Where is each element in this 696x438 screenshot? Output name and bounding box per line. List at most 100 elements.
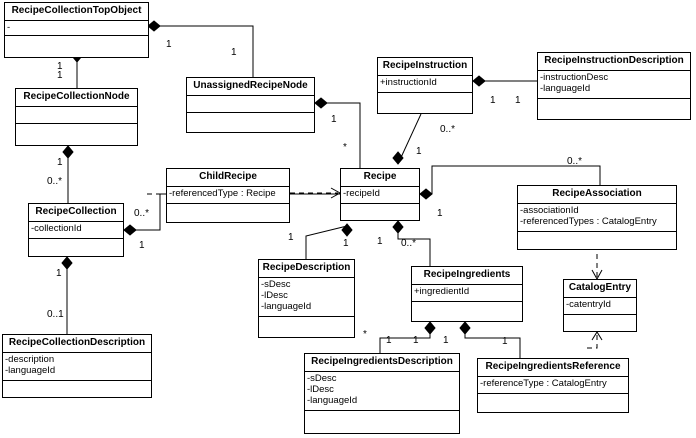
class-attributes: -catentryId bbox=[564, 298, 636, 315]
arrowhead-catalogentry-2 bbox=[591, 331, 603, 341]
class-recipe-collection-description[interactable]: RecipeCollectionDescription -description… bbox=[2, 334, 152, 398]
mult-recipe-instruction-instr: 0..* bbox=[440, 124, 455, 135]
mult-collection-recipe-recipe: 0..* bbox=[134, 208, 149, 219]
mult-ingredients-description-desc: 1 bbox=[386, 335, 392, 346]
attribute: -languageId bbox=[307, 395, 358, 406]
class-unassigned-recipe-node[interactable]: UnassignedRecipeNode bbox=[186, 77, 315, 133]
class-name: ChildRecipe bbox=[167, 169, 289, 187]
attribute: -collectionId bbox=[31, 223, 82, 234]
attribute: -sDesc bbox=[307, 373, 337, 384]
attribute: -lDesc bbox=[261, 290, 288, 301]
class-recipe-instruction-description[interactable]: RecipeInstructionDescription -instructio… bbox=[537, 52, 691, 120]
class-attributes: -recipeId bbox=[341, 187, 419, 204]
class-name: RecipeDescription bbox=[259, 260, 354, 278]
edge-instruction-recipe bbox=[397, 113, 422, 165]
diamond-recipe-association bbox=[419, 188, 433, 200]
mult-collection-description-desc: 0..1 bbox=[47, 309, 64, 320]
mult-top-node-node: 1 bbox=[57, 70, 63, 81]
class-attributes: +instructionId bbox=[378, 76, 472, 93]
mult-top-unassigned-top: 1 bbox=[166, 39, 172, 50]
class-name: RecipeIngredientsReference bbox=[478, 359, 628, 377]
mult-node-collection-node: 1 bbox=[57, 157, 63, 168]
class-catalog-entry[interactable]: CatalogEntry -catentryId bbox=[563, 279, 637, 332]
diamond-recipe-description bbox=[341, 223, 353, 237]
mult-top-unassigned-node: 1 bbox=[231, 47, 237, 58]
attribute: -languageId bbox=[261, 301, 312, 312]
mult-unassigned-recipe-node: 1 bbox=[331, 114, 337, 125]
attribute: +instructionId bbox=[380, 77, 437, 88]
mult-node-collection-coll: 0..* bbox=[47, 176, 62, 187]
diamond-ingredients-idesc bbox=[424, 321, 436, 335]
class-recipe-instruction[interactable]: RecipeInstruction +instructionId bbox=[377, 57, 473, 114]
class-attributes: -referencedType : Recipe bbox=[167, 187, 289, 204]
class-attributes: -sDesc -lDesc -languageId bbox=[305, 372, 459, 411]
class-name: UnassignedRecipeNode bbox=[187, 78, 314, 96]
class-name: RecipeInstruction bbox=[378, 58, 472, 76]
class-recipe[interactable]: Recipe -recipeId bbox=[340, 168, 420, 221]
class-name: RecipeCollectionDescription bbox=[3, 335, 151, 353]
diamond-unassigned-recipe bbox=[314, 97, 328, 109]
attribute: -description bbox=[5, 354, 55, 365]
mult-recipe-association-assoc: 0..* bbox=[567, 156, 582, 167]
class-name: CatalogEntry bbox=[564, 280, 636, 298]
diamond-instruction-recipe bbox=[392, 151, 404, 165]
mult-recipe-description-star: * bbox=[363, 329, 367, 340]
edge-ingredients-iref bbox=[464, 326, 521, 358]
mult-ingredients-reference-ingr: 1 bbox=[443, 335, 449, 346]
class-recipe-collection-top-object[interactable]: RecipeCollectionTopObject - bbox=[4, 2, 149, 58]
class-name: RecipeCollectionTopObject bbox=[5, 3, 148, 21]
attribute: -associationId bbox=[520, 205, 579, 216]
diamond-recipe-ingredients bbox=[392, 220, 404, 234]
attribute: -lDesc bbox=[307, 384, 334, 395]
mult-collection-recipe-coll: 1 bbox=[139, 240, 145, 251]
edge-unassigned-recipe bbox=[327, 102, 361, 168]
attribute: -languageId bbox=[540, 83, 591, 94]
mult-recipe-ingredients-recipe: 1 bbox=[377, 236, 383, 247]
class-attributes: -description -languageId bbox=[3, 353, 151, 381]
diamond-node-collection bbox=[62, 145, 74, 159]
diamond-ingredients-iref bbox=[459, 321, 471, 335]
class-attributes: -collectionId bbox=[29, 222, 123, 239]
mult-unassigned-recipe-recipe: * bbox=[343, 142, 347, 153]
class-attributes: -referenceType : CatalogEntry bbox=[478, 377, 628, 394]
mult-recipe-ingredients-ingr: 0..* bbox=[401, 238, 416, 249]
attribute: -catentryId bbox=[566, 299, 611, 310]
class-recipe-collection[interactable]: RecipeCollection -collectionId bbox=[28, 203, 124, 257]
class-child-recipe[interactable]: ChildRecipe -referencedType : Recipe bbox=[166, 168, 290, 223]
class-attributes: -instructionDesc -languageId bbox=[538, 71, 690, 99]
class-recipe-association[interactable]: RecipeAssociation -associationId -refere… bbox=[517, 185, 677, 250]
mult-recipe-association-recipe: 1 bbox=[437, 208, 443, 219]
attribute: +ingredientId bbox=[414, 286, 470, 297]
class-attributes: - bbox=[5, 21, 148, 36]
edge-recipe-description bbox=[305, 225, 348, 259]
mult-instruction-desc-desc: 1 bbox=[515, 95, 521, 106]
diamond-top-unassigned bbox=[147, 20, 161, 32]
edge-top-unassigned bbox=[160, 25, 254, 77]
attribute: -referencedType : Recipe bbox=[169, 188, 276, 199]
diamond-collection-description bbox=[61, 256, 73, 270]
class-name: RecipeIngredients bbox=[412, 267, 522, 285]
attribute: -recipeId bbox=[343, 188, 380, 199]
diamond-instruction-desc bbox=[472, 75, 486, 87]
mult-top-node-top: 1 bbox=[57, 61, 63, 72]
attribute: -languageId bbox=[5, 365, 56, 376]
class-recipe-ingredients-reference[interactable]: RecipeIngredientsReference -referenceTyp… bbox=[477, 358, 629, 413]
mult-recipe-description-desc: 1 bbox=[343, 238, 349, 249]
class-attributes bbox=[16, 107, 137, 124]
attribute: -sDesc bbox=[261, 279, 291, 290]
class-name: RecipeCollectionNode bbox=[16, 89, 137, 107]
mult-recipe-instruction-recipe: 1 bbox=[416, 146, 422, 157]
class-recipe-collection-node[interactable]: RecipeCollectionNode bbox=[15, 88, 138, 146]
mult-ingredients-description-ingr: 1 bbox=[413, 335, 419, 346]
class-recipe-description[interactable]: RecipeDescription -sDesc -lDesc -languag… bbox=[258, 259, 355, 338]
attribute: -instructionDesc bbox=[540, 72, 609, 83]
class-recipe-ingredients[interactable]: RecipeIngredients +ingredientId bbox=[411, 266, 523, 322]
class-attributes: -associationId -referencedTypes : Catalo… bbox=[518, 204, 676, 232]
class-name: RecipeCollection bbox=[29, 204, 123, 222]
class-name: Recipe bbox=[341, 169, 419, 187]
class-attributes: +ingredientId bbox=[412, 285, 522, 302]
attribute: -referencedTypes : CatalogEntry bbox=[520, 216, 657, 227]
class-recipe-ingredients-description[interactable]: RecipeIngredientsDescription -sDesc -lDe… bbox=[304, 353, 460, 434]
dependency-iref-catalogentry bbox=[587, 333, 598, 349]
